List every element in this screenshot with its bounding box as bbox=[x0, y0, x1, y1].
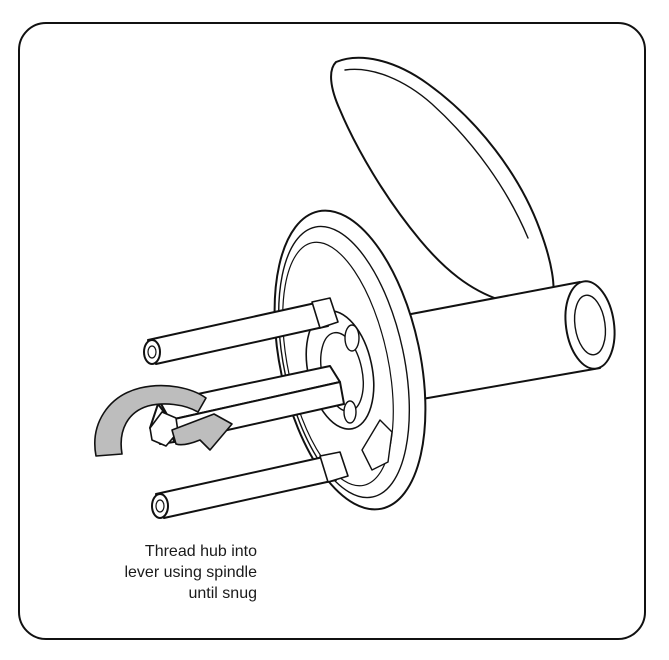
upper-mounting-post bbox=[143, 297, 339, 365]
clockwise-rotation-arrow-icon bbox=[94, 384, 233, 457]
instruction-caption: Thread hub into lever using spindle unti… bbox=[57, 541, 257, 604]
caption-line: until snug bbox=[188, 585, 258, 602]
caption-line: lever using spindle bbox=[124, 564, 257, 581]
lower-mounting-post bbox=[151, 451, 349, 519]
caption-line: Thread hub into bbox=[144, 543, 257, 560]
lever-tube bbox=[389, 280, 616, 403]
